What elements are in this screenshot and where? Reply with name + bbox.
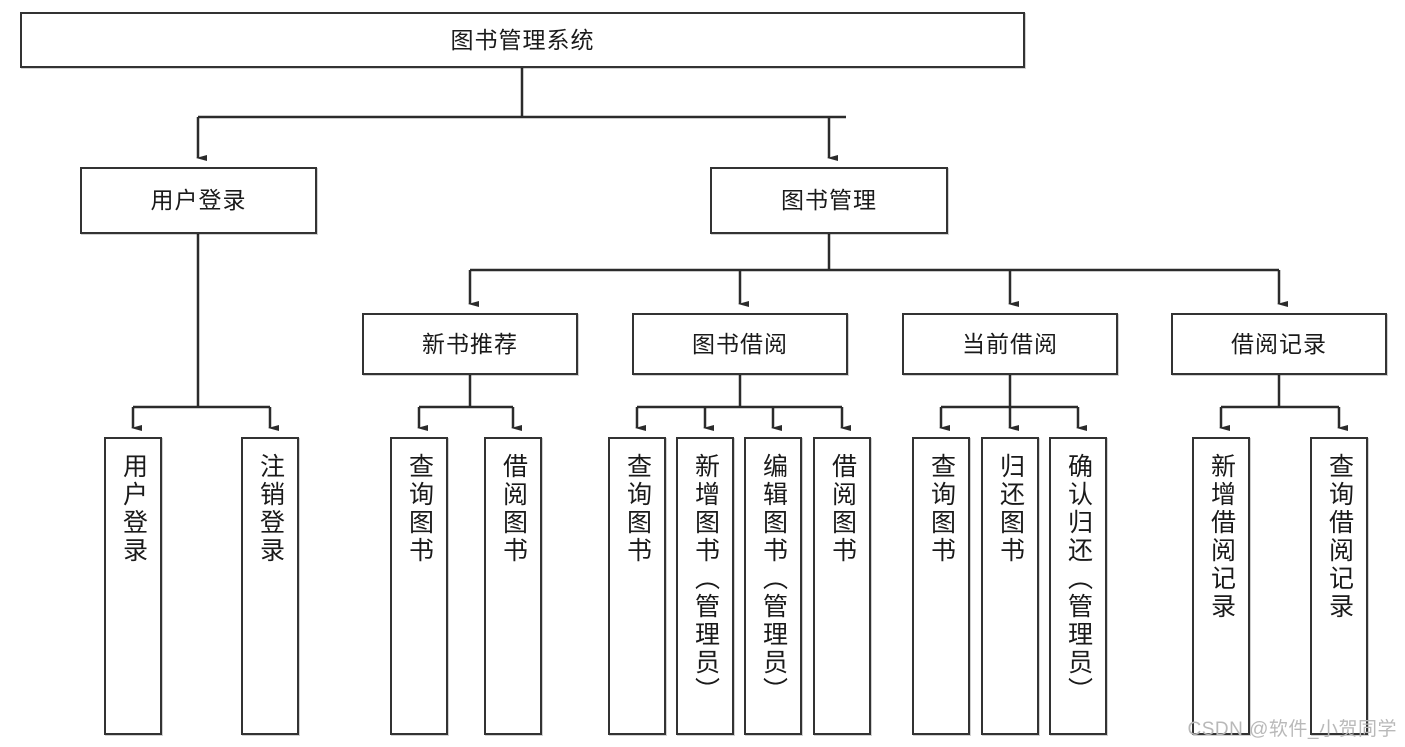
csdn-watermark: CSDN @软件_小贺同学 [1187,719,1397,740]
node-leaf-borrow-book-1-label: 借阅图书 [499,453,528,565]
node-borrow-record[interactable]: 借阅记录 [1171,313,1387,375]
node-leaf-edit-book[interactable]: 编辑图书（管理员） [744,437,802,735]
node-leaf-query-book-2[interactable]: 查询图书 [608,437,666,735]
node-leaf-return-book-label: 归还图书 [996,453,1025,565]
node-root-label: 图书管理系统 [450,26,595,53]
node-book-borrow-label: 图书借阅 [692,330,788,357]
node-new-book-recommend[interactable]: 新书推荐 [362,313,578,375]
node-leaf-user-logout[interactable]: 注销登录 [241,437,299,735]
node-leaf-user-login-label: 用户登录 [119,453,148,565]
node-book-borrow[interactable]: 图书借阅 [632,313,848,375]
node-book-manage[interactable]: 图书管理 [710,167,948,234]
node-user-login-label: 用户登录 [150,187,247,214]
node-leaf-borrow-book-1[interactable]: 借阅图书 [484,437,542,735]
node-leaf-query-book-1[interactable]: 查询图书 [390,437,448,735]
node-leaf-confirm-return-label: 确认归还（管理员） [1064,453,1093,705]
node-leaf-query-book-1-label: 查询图书 [405,453,434,565]
node-leaf-add-book[interactable]: 新增图书（管理员） [676,437,734,735]
node-leaf-add-record-label: 新增借阅记录 [1207,453,1236,621]
node-leaf-confirm-return[interactable]: 确认归还（管理员） [1049,437,1107,735]
node-leaf-return-book[interactable]: 归还图书 [981,437,1039,735]
node-leaf-add-record[interactable]: 新增借阅记录 [1192,437,1250,735]
node-current-borrow-label: 当前借阅 [962,330,1058,357]
node-root[interactable]: 图书管理系统 [20,12,1025,68]
node-leaf-user-logout-label: 注销登录 [256,453,285,565]
node-current-borrow[interactable]: 当前借阅 [902,313,1118,375]
node-leaf-query-record[interactable]: 查询借阅记录 [1310,437,1368,735]
node-leaf-user-login[interactable]: 用户登录 [104,437,162,735]
node-leaf-query-book-3[interactable]: 查询图书 [912,437,970,735]
node-leaf-add-book-label: 新增图书（管理员） [691,453,720,705]
node-leaf-borrow-book-2-label: 借阅图书 [828,453,857,565]
node-user-login[interactable]: 用户登录 [80,167,317,234]
node-new-book-recommend-label: 新书推荐 [422,330,518,357]
node-borrow-record-label: 借阅记录 [1231,330,1327,357]
node-leaf-query-record-label: 查询借阅记录 [1325,453,1354,621]
node-leaf-query-book-3-label: 查询图书 [927,453,956,565]
node-leaf-query-book-2-label: 查询图书 [623,453,652,565]
node-leaf-borrow-book-2[interactable]: 借阅图书 [813,437,871,735]
node-leaf-edit-book-label: 编辑图书（管理员） [759,453,788,705]
node-book-manage-label: 图书管理 [781,187,877,214]
